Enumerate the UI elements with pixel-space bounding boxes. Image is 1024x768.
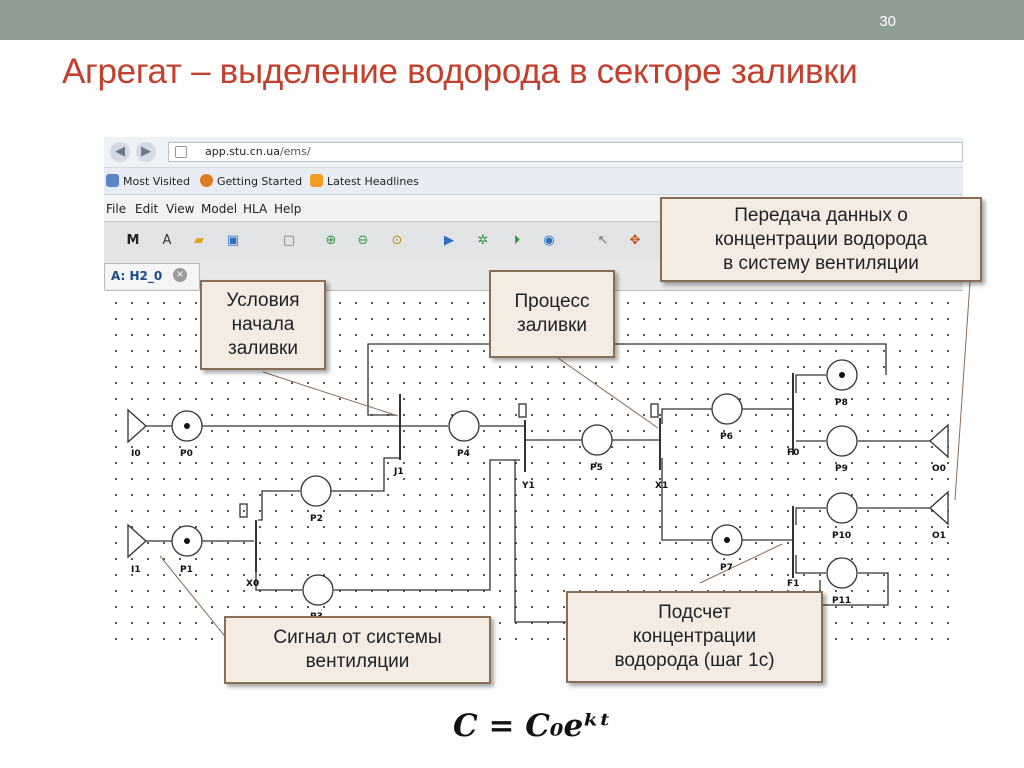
menu-view[interactable]: View bbox=[166, 202, 195, 216]
slide-number: 30 bbox=[879, 13, 896, 30]
slide-title: Агрегат – выделение водорода в секторе з… bbox=[62, 52, 858, 91]
node-label-i1: I1 bbox=[131, 565, 141, 575]
node-label-j1: J1 bbox=[393, 467, 404, 477]
callout-start-conditions: Условия начала заливки bbox=[200, 280, 326, 370]
concentration-formula: C = C₀eᵏᵗ bbox=[453, 708, 611, 744]
address-input[interactable]: app.stu.cn.ua/ems/ bbox=[168, 142, 963, 162]
node-label-f1: F1 bbox=[787, 579, 799, 589]
node-label-p1: P1 bbox=[180, 565, 193, 575]
address-bar-row: ◀ ▶ app.stu.cn.ua/ems/ bbox=[104, 137, 963, 168]
node-label-p4: P4 bbox=[457, 449, 470, 459]
node-label-y1: Y1 bbox=[521, 481, 535, 491]
bookmark-most-visited[interactable]: Most Visited bbox=[106, 174, 190, 188]
site-identity-icon[interactable] bbox=[175, 146, 187, 158]
menu-help[interactable]: Help bbox=[274, 202, 302, 216]
node-label-p2: P2 bbox=[310, 514, 323, 524]
forward-arrow-icon[interactable]: ▶ bbox=[136, 142, 156, 162]
node-label-p6: P6 bbox=[720, 432, 733, 442]
bookmarks-toolbar: Most Visited Getting Started Latest Head… bbox=[104, 168, 963, 195]
mode-a-button[interactable]: A bbox=[162, 233, 172, 248]
bookmark-latest-headlines[interactable]: Latest Headlines bbox=[310, 174, 419, 188]
menu-hla[interactable]: HLA bbox=[243, 202, 268, 216]
bookmark-getting-started[interactable]: Getting Started bbox=[200, 174, 302, 188]
save-icon[interactable]: ▣ bbox=[226, 233, 240, 248]
callout-ventilation-signal: Сигнал от системы вентиляции bbox=[224, 616, 491, 684]
callout-concentration-calc: Подсчет концентрации водорода (шаг 1с) bbox=[566, 591, 823, 683]
node-label-o1: O1 bbox=[932, 531, 946, 541]
stop-icon[interactable]: ◉ bbox=[543, 233, 555, 248]
slide-top-bar: 30 bbox=[0, 0, 1024, 40]
pointer-icon[interactable]: ↖ bbox=[597, 233, 609, 248]
node-label-x0: X0 bbox=[246, 579, 259, 589]
callout-data-transfer: Передача данных о концентрации водорода … bbox=[660, 197, 982, 282]
step-icon[interactable]: ✲ bbox=[477, 233, 489, 248]
open-folder-icon[interactable]: ▰ bbox=[194, 233, 204, 248]
zoom-in-icon[interactable]: ⊕ bbox=[325, 233, 337, 248]
node-label-o0: O0 bbox=[932, 464, 946, 474]
node-label-p0: P0 bbox=[180, 449, 193, 459]
node-label-f0: F0 bbox=[787, 448, 799, 458]
bookmark-icon bbox=[106, 174, 119, 187]
close-icon[interactable]: × bbox=[173, 268, 187, 282]
firefox-icon bbox=[200, 174, 213, 187]
callout-fill-process: Процесс заливки bbox=[489, 270, 615, 358]
zoom-out-icon[interactable]: ⊖ bbox=[357, 233, 369, 248]
mode-m-button[interactable]: M bbox=[126, 233, 140, 248]
node-label-i0: I0 bbox=[131, 449, 141, 459]
tab-h2-0[interactable]: A: H2_0 × bbox=[104, 263, 200, 289]
tab-label: A: H2_0 bbox=[111, 269, 163, 283]
node-label-p9: P9 bbox=[835, 464, 848, 474]
zoom-reset-icon[interactable]: ⊙ bbox=[391, 233, 403, 248]
node-label-p5: P5 bbox=[590, 463, 603, 473]
node-label-x1: X1 bbox=[655, 481, 668, 491]
play-icon[interactable]: ▶ bbox=[444, 233, 454, 248]
rss-icon bbox=[310, 174, 323, 187]
fast-forward-icon[interactable]: ⏵ bbox=[513, 233, 521, 248]
menu-model[interactable]: Model bbox=[201, 202, 238, 216]
node-label-p10: P10 bbox=[832, 531, 851, 541]
move-icon[interactable]: ✥ bbox=[629, 233, 641, 248]
node-label-p11: P11 bbox=[832, 596, 851, 606]
menu-edit[interactable]: Edit bbox=[135, 202, 159, 216]
view-icon[interactable]: ▢ bbox=[282, 233, 296, 248]
node-label-p8: P8 bbox=[835, 398, 848, 408]
node-label-p7: P7 bbox=[720, 563, 733, 573]
address-text: app.stu.cn.ua/ems/ bbox=[205, 145, 311, 158]
back-arrow-icon[interactable]: ◀ bbox=[110, 142, 130, 162]
menu-file[interactable]: File bbox=[106, 202, 127, 216]
